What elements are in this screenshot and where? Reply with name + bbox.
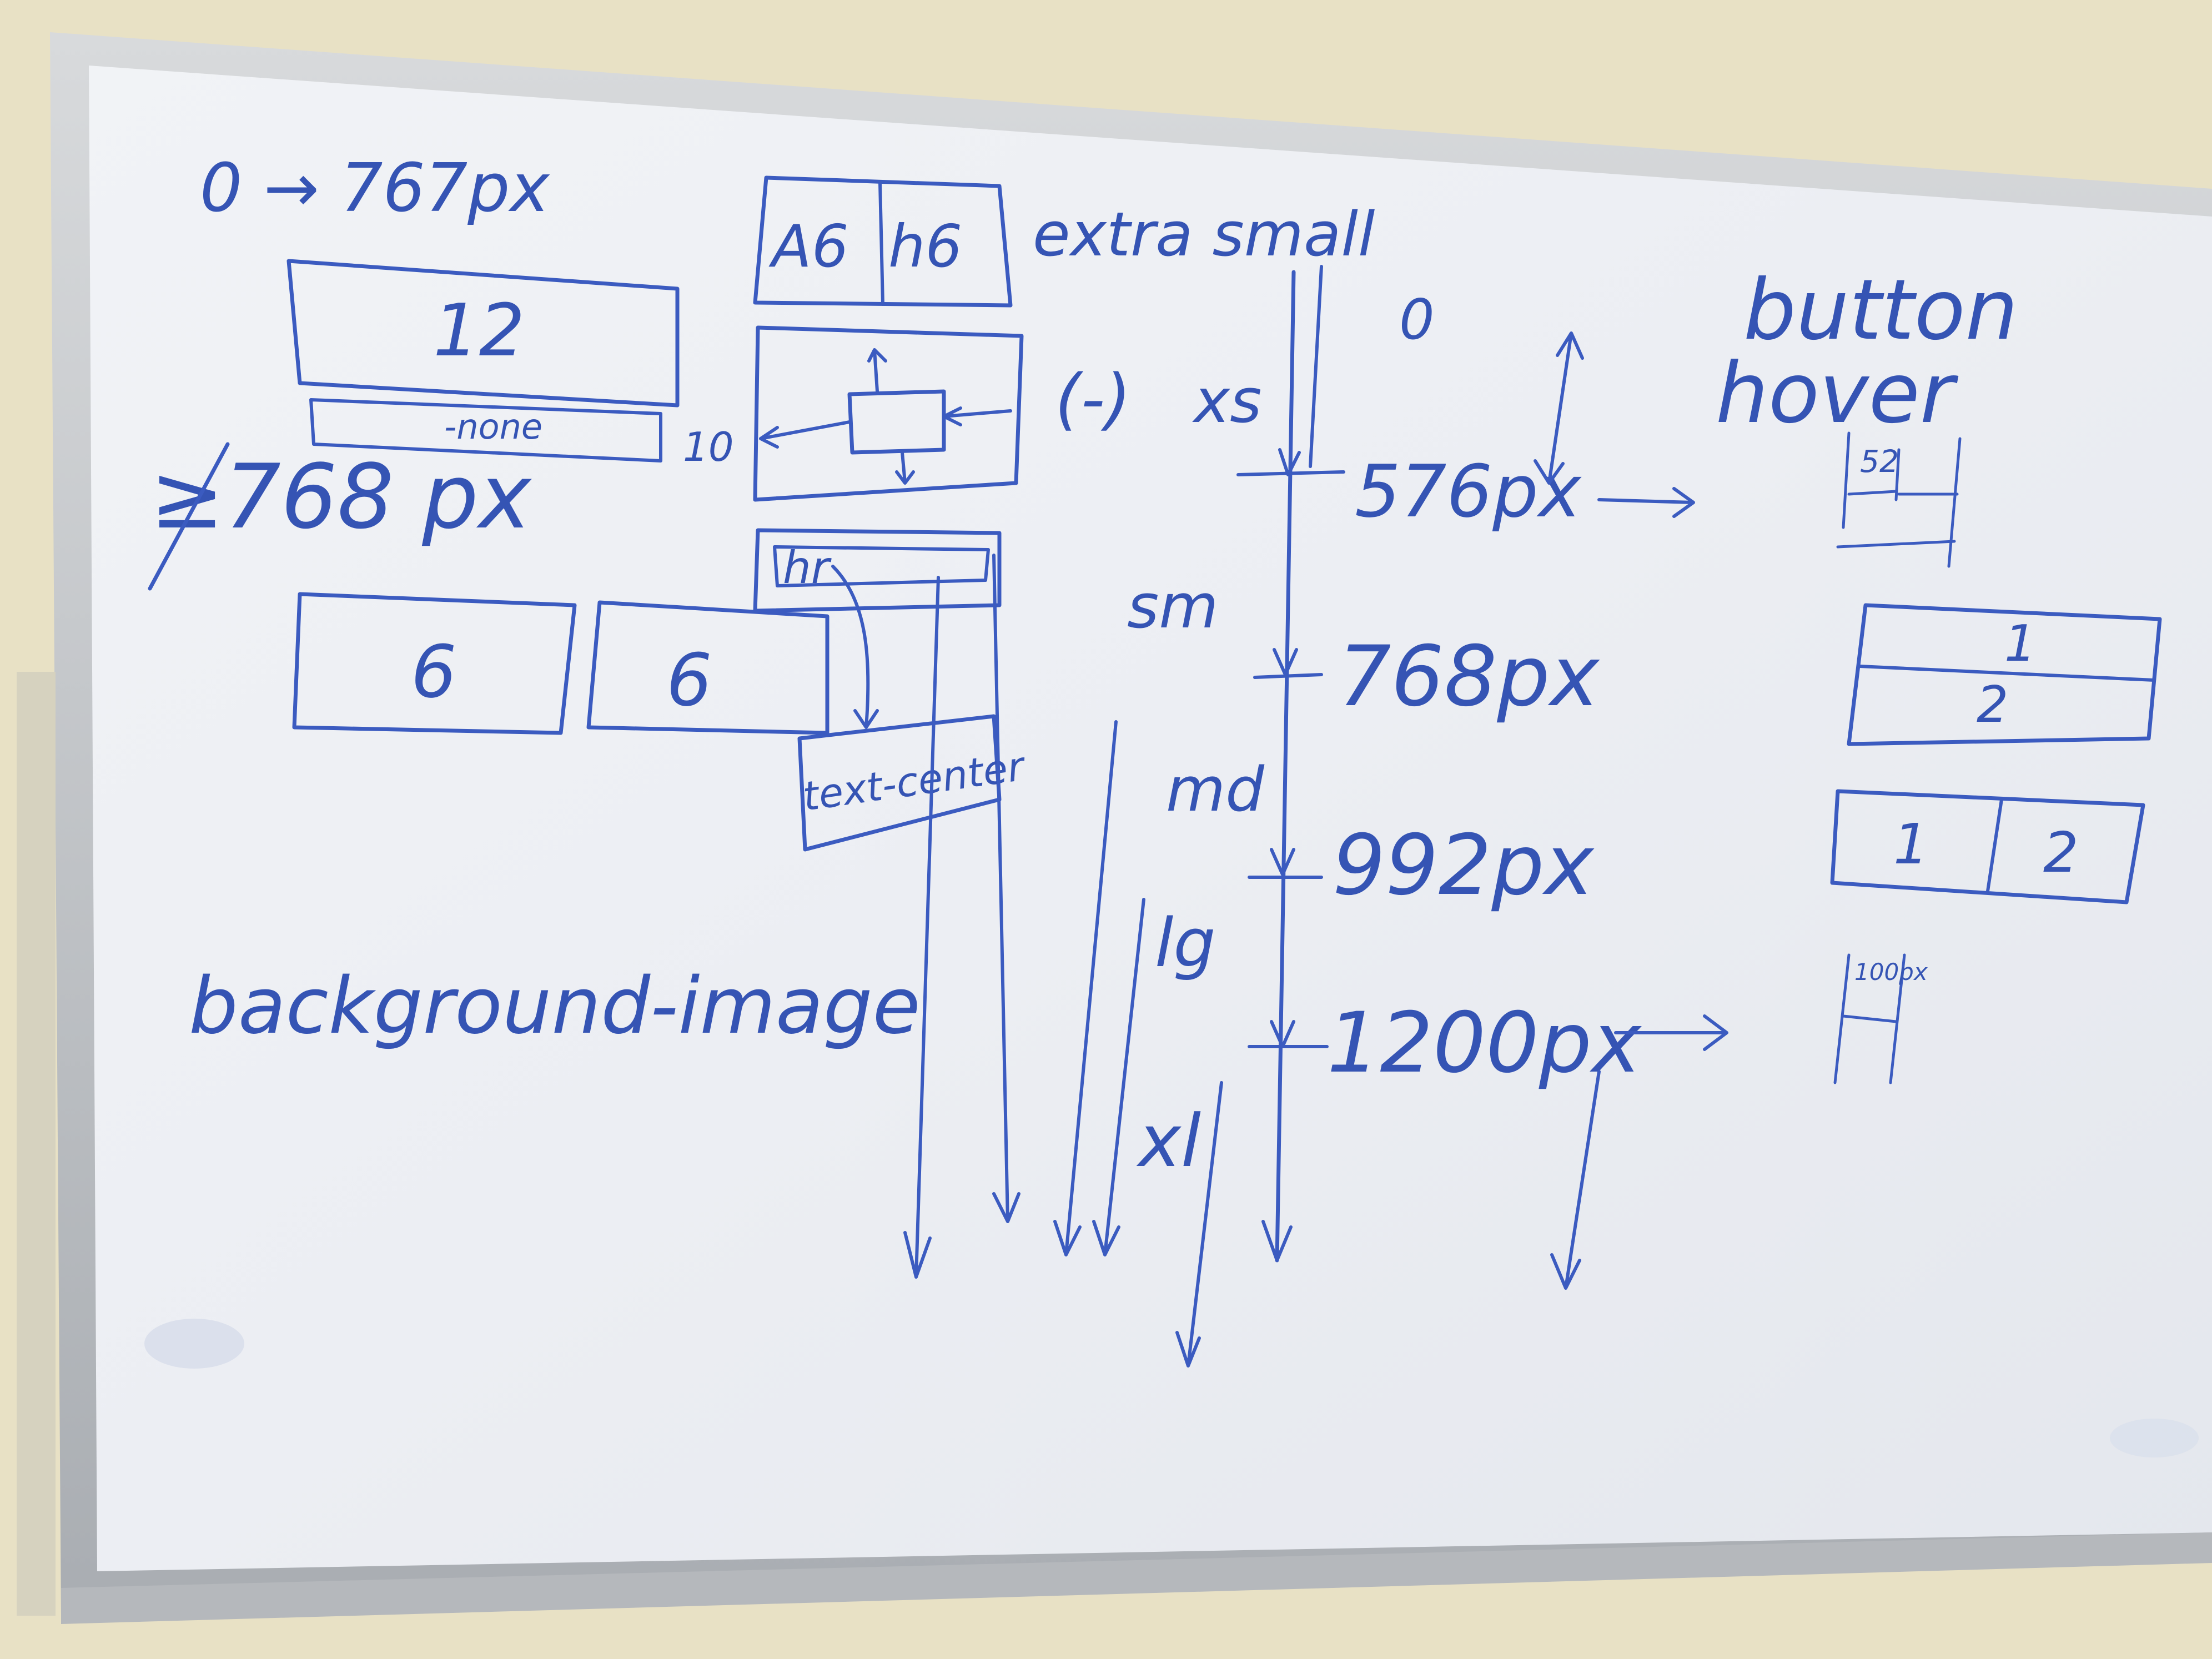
stack-box-divider	[1858, 665, 2156, 682]
range-slash-mark	[148, 442, 230, 591]
center-diagram-arrow-down	[895, 451, 915, 485]
arrow-1200-to-width	[1614, 1014, 1728, 1051]
box-12-label: 12	[433, 288, 525, 373]
board-surface	[89, 66, 2212, 1571]
range-small-label: 0 → 767px	[200, 150, 550, 227]
center-diagram-arrow-up	[867, 348, 887, 393]
row-box-outline	[1830, 789, 2145, 904]
smudge	[2110, 1419, 2199, 1457]
down-arrow-right	[1550, 1070, 1601, 1290]
px768-label: 768px	[1338, 629, 1601, 725]
px1200-label: 1200px	[1327, 995, 1642, 1092]
box-none-outline	[309, 398, 662, 462]
down-arrow	[1092, 898, 1145, 1256]
xl-label: xl	[1136, 1099, 1201, 1183]
hr-inner-line	[773, 545, 990, 587]
box-none-label: -none	[444, 406, 542, 447]
down-arrow	[903, 576, 940, 1279]
axis-arrowhead	[1261, 1220, 1293, 1262]
box-6b-outline	[586, 600, 830, 735]
breakpoint-axis	[1275, 270, 1296, 1263]
box-6a-outline	[292, 592, 577, 735]
width-100-label: 100px	[1854, 958, 1928, 986]
tick-768	[1253, 648, 1323, 679]
center-diagram-inner-box	[847, 389, 946, 455]
width-100-bracket	[1833, 953, 1906, 1084]
tick-992	[1248, 848, 1323, 879]
box-6b-label: 6	[666, 638, 712, 722]
width-52-arrows	[1836, 490, 1959, 549]
background-image-label: background-image	[189, 961, 921, 1052]
extra-small-label: extra small	[1033, 199, 1375, 270]
tick-1200	[1248, 1020, 1329, 1048]
down-arrow	[992, 554, 1020, 1223]
box-h6-label: h6	[888, 213, 962, 280]
px992-label: 992px	[1333, 817, 1595, 914]
hr-arrow	[831, 565, 879, 729]
breakpoint-axis-2	[1309, 265, 1323, 468]
hover-label: hover	[1716, 345, 1959, 442]
hr-box-outline	[753, 528, 1002, 613]
box-6a-label: 6	[411, 630, 457, 714]
row-1-label: 1	[1893, 812, 1929, 877]
arrow-576-to-button	[1597, 487, 1695, 518]
stack-box-outline	[1847, 603, 2162, 746]
box-a6-label: A6	[768, 213, 849, 280]
wall-mount	[17, 672, 56, 1616]
down-arrow	[1053, 720, 1118, 1256]
row-box-divider	[1986, 798, 2003, 893]
button-label: button	[1743, 262, 2018, 359]
stack-2-label: 2	[1977, 676, 2008, 734]
lg-label: lg	[1155, 905, 1216, 982]
center-diagram-arrow-left	[759, 420, 851, 449]
box-a6-h6-divider	[878, 182, 884, 306]
px576-label: 576px	[1355, 449, 1582, 534]
zero-label: 0	[1399, 287, 1435, 352]
row-2-label: 2	[2043, 820, 2079, 885]
tick-576	[1236, 448, 1345, 476]
md-label: md	[1166, 754, 1265, 825]
center-diagram-outline	[753, 325, 1024, 502]
sm-label: sm	[1127, 571, 1218, 642]
range-arrow-vertical	[1534, 331, 1584, 485]
hr-label: hr	[783, 542, 832, 594]
xs-label: xs	[1192, 365, 1261, 436]
marker-tray	[61, 1532, 2212, 1624]
ten-label: 10	[683, 424, 734, 470]
width-52-label: 52	[1860, 444, 1899, 479]
center-diagram-arrow-right	[942, 406, 1012, 426]
down-arrow	[1175, 1081, 1223, 1368]
range-large-label: ≥768 px	[150, 445, 532, 549]
smudge	[144, 1319, 244, 1369]
box-a6-h6-outline	[753, 175, 1013, 308]
box-12-outline	[286, 259, 680, 408]
stack-1-label: 1	[2004, 615, 2036, 673]
paren-label: (-)	[1055, 361, 1131, 438]
